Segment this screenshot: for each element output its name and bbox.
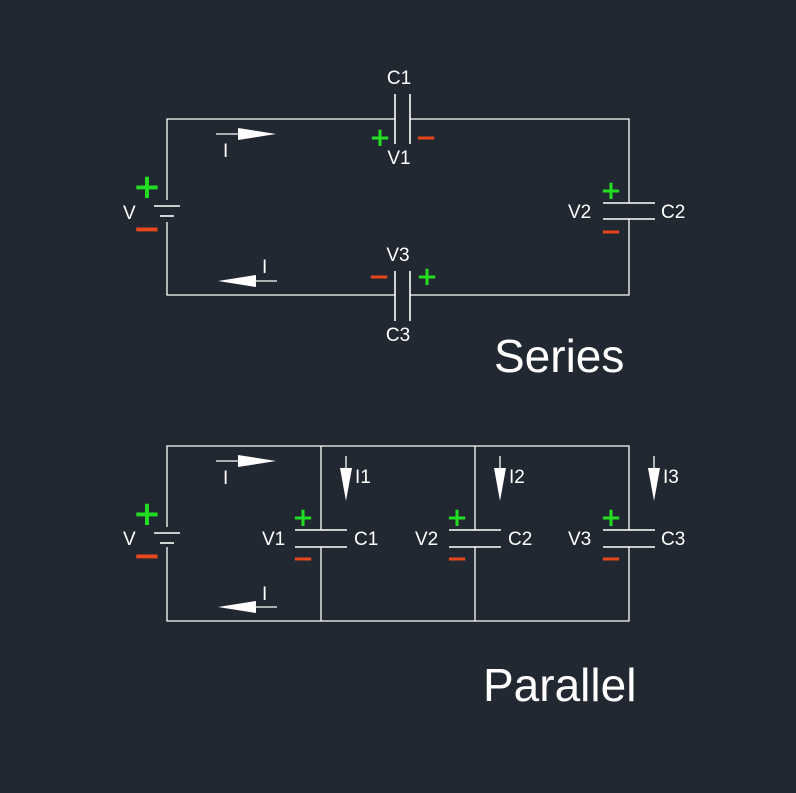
series-c2-plus-sign: + xyxy=(600,176,622,206)
series-current-label-top: I xyxy=(223,141,228,162)
parallel-circuit: V I I I1 I2 I3 V1 C1 V2 C2 V3 C3 + − + −… xyxy=(123,445,685,711)
parallel-battery xyxy=(154,532,180,544)
series-circuit: C1 V1 C2 V2 V3 C3 V I I + − + − + − − + … xyxy=(123,68,685,382)
parallel-v2-label: V2 xyxy=(415,529,438,550)
parallel-current-arrow-left xyxy=(218,601,277,613)
series-battery-minus-sign: − xyxy=(133,209,162,249)
series-v3-label: V3 xyxy=(386,245,409,266)
parallel-branch-current-2: I2 xyxy=(509,467,525,488)
series-capacitor-c1 xyxy=(394,94,411,144)
parallel-c1-label: C1 xyxy=(354,529,378,550)
parallel-current-arrow-right xyxy=(216,455,276,467)
parallel-capacitor-c2 xyxy=(449,529,501,548)
parallel-battery-plus-sign: + xyxy=(133,494,162,534)
series-c3-plus-sign: + xyxy=(416,262,438,292)
parallel-c3-minus-sign: − xyxy=(600,544,622,574)
series-title: Series xyxy=(494,330,624,382)
series-c1-label: C1 xyxy=(387,68,411,89)
parallel-branch-current-1: I1 xyxy=(355,467,371,488)
parallel-source-label: V xyxy=(123,529,136,550)
parallel-c3-label: C3 xyxy=(661,529,685,550)
series-capacitor-c3 xyxy=(394,271,411,321)
parallel-c3-plus-sign: + xyxy=(600,503,622,533)
series-wire xyxy=(166,118,630,296)
parallel-branch-arrow-3 xyxy=(648,456,660,501)
series-c2-minus-sign: − xyxy=(600,217,622,247)
series-current-arrow-right xyxy=(216,128,276,140)
parallel-c2-plus-sign: + xyxy=(446,503,468,533)
series-v1-label: V1 xyxy=(387,148,410,169)
parallel-c2-minus-sign: − xyxy=(446,544,468,574)
series-c3-label: C3 xyxy=(386,325,410,346)
parallel-capacitor-c3 xyxy=(603,529,655,548)
parallel-v1-label: V1 xyxy=(262,529,285,550)
parallel-branch-arrow-2 xyxy=(494,456,506,501)
parallel-branch-current-3: I3 xyxy=(663,467,679,488)
parallel-c1-plus-sign: + xyxy=(292,503,314,533)
series-capacitor-c2 xyxy=(603,202,655,220)
series-current-label-bottom: I xyxy=(262,257,267,278)
parallel-battery-minus-sign: − xyxy=(133,536,162,576)
series-current-arrow-left xyxy=(218,275,277,287)
parallel-c1-minus-sign: − xyxy=(292,544,314,574)
series-c1-minus-sign: − xyxy=(415,123,437,153)
parallel-v3-label: V3 xyxy=(568,529,591,550)
series-c2-label: C2 xyxy=(661,202,685,223)
parallel-current-label-top: I xyxy=(223,468,228,489)
series-source-label: V xyxy=(123,203,136,224)
series-c3-minus-sign: − xyxy=(368,262,390,292)
parallel-branch-arrow-1 xyxy=(340,456,352,501)
series-c1-plus-sign: + xyxy=(369,123,391,153)
series-battery xyxy=(154,205,180,217)
series-v2-label: V2 xyxy=(568,202,591,223)
parallel-current-label-bottom: I xyxy=(262,584,267,605)
parallel-title: Parallel xyxy=(483,659,636,711)
parallel-c2-label: C2 xyxy=(508,529,532,550)
parallel-capacitor-c1 xyxy=(295,529,347,548)
parallel-wire xyxy=(166,445,630,622)
series-battery-plus-sign: + xyxy=(133,167,162,207)
